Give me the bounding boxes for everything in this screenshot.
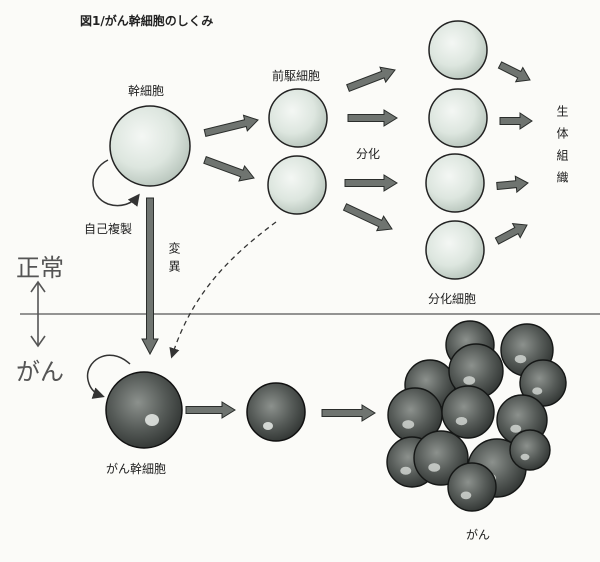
- handwritten-normal: 正常: [16, 254, 64, 282]
- arrow-progenitor2-to-diff3: [344, 174, 398, 192]
- progenitor-cell-1: [268, 88, 328, 148]
- cancer-stem-cell-label: がん幹細胞: [106, 462, 167, 476]
- self-renewal-arrow-cancer: [86, 354, 131, 399]
- tumor-cell-7: [441, 385, 495, 439]
- arrow-progenitor1-to-diff1: [346, 66, 396, 92]
- arrow-diff4-to-tissue: [494, 223, 528, 245]
- differentiated-cell-3: [425, 153, 485, 213]
- cancer-stem-cell: [105, 371, 183, 449]
- differentiated-cell-2: [428, 88, 488, 148]
- mutation-label: 変異: [167, 242, 181, 278]
- tumor-cell-highlight: [520, 453, 530, 461]
- progenitor-label: 前駆細胞: [272, 69, 321, 83]
- tumor-cell-highlight: [460, 491, 472, 500]
- progenitor-cell-2: [267, 155, 327, 215]
- cancer-label: がん: [466, 528, 491, 542]
- arrow-stem-to-progenitor-1: [203, 114, 259, 138]
- arrow-stem-to-progenitor-2: [203, 156, 255, 182]
- tumor-cell-highlight: [428, 463, 441, 472]
- block-arrows: [141, 61, 533, 422]
- differentiated-cells-label: 分化細胞: [428, 292, 477, 306]
- arrow-diff2-to-tissue: [499, 112, 533, 130]
- cancer-cell: [246, 382, 306, 442]
- differentiated-cell-4: [425, 220, 485, 280]
- figure-title: 図1/がん幹細胞のしくみ: [80, 14, 214, 28]
- tumor-cell-highlight: [455, 416, 468, 426]
- arrow-progenitor2-to-diff4: [342, 203, 393, 232]
- arrow-diff3-to-tissue: [496, 175, 529, 194]
- arrow-cancer-stem-to-cancer: [185, 401, 236, 419]
- normal-cancer-updown-arrow: [30, 280, 46, 348]
- cancer-stem-cell-highlight: [145, 414, 159, 426]
- mutation-path-arrow: [169, 221, 277, 359]
- tumor-cell-12: [509, 429, 551, 471]
- stem-cell-label: 幹細胞: [128, 84, 165, 98]
- cancer-cell-highlight: [263, 422, 273, 430]
- handwritten-cancer: がん: [16, 358, 64, 386]
- arrow-progenitor1-to-diff2: [347, 109, 398, 127]
- self-renewal-arrow-normal: [92, 159, 140, 207]
- differentiation-label: 分化: [356, 147, 381, 161]
- body-tissue-label: 生体組織: [555, 105, 569, 193]
- tumor-cell-highlight: [514, 354, 527, 364]
- self-renewal-label: 自己複製: [84, 222, 133, 236]
- arrow-cancer-to-tumor: [321, 404, 376, 422]
- differentiated-cell-1: [428, 20, 488, 80]
- arrow-stem-to-cancer-stem: [141, 197, 159, 356]
- tumor-cell-highlight: [402, 420, 415, 429]
- tumor-cell-13: [447, 462, 497, 512]
- tumor-cell-highlight: [532, 387, 543, 395]
- cancer-tumor-cluster: [386, 320, 567, 512]
- tumor-cell-highlight: [463, 376, 476, 385]
- stem-cell: [109, 105, 191, 187]
- tumor-cell-highlight: [400, 466, 412, 475]
- arrow-diff1-to-tissue: [497, 61, 531, 83]
- tumor-cell-highlight: [510, 424, 522, 433]
